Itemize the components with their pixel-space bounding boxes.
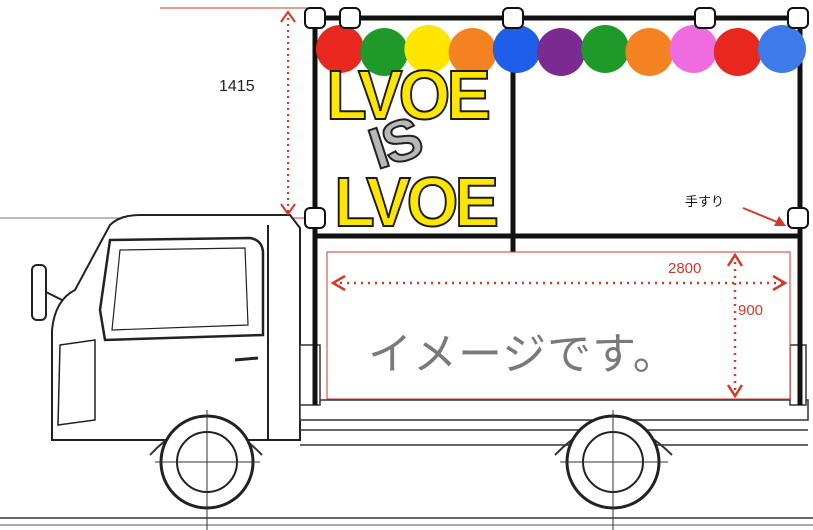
banner-height-label: 900 [738,302,764,319]
balloon-garland [316,25,806,76]
balloon [625,28,674,76]
balloon [669,25,718,73]
frame-height-label: 1415 [219,78,255,95]
balloon [404,25,453,73]
balloon [581,25,630,73]
banner-placeholder-text: イメージです。 [368,329,678,380]
dimension-height-arrow [280,10,296,216]
banner-panel [326,251,791,400]
handle-top-middle [502,7,524,29]
handrail-label: 手すり [685,195,725,210]
balloon [360,28,409,76]
balloon [316,25,364,73]
side-mirror [31,264,63,321]
dimension-banner-height-arrow [726,252,744,399]
balloon [758,25,806,73]
handle-top-left-2 [339,7,361,29]
front-wheel [149,410,263,530]
logo-area [320,55,505,233]
balloon [448,28,497,76]
banner-width-label: 2800 [668,260,702,277]
balloon [713,28,762,76]
balloon [537,28,585,76]
logo-text-bottom: LVOE [333,162,500,242]
truck-cab [51,214,301,441]
handle-top-right [787,7,809,29]
handrail-pointer-arrow [742,207,786,226]
handle-bottom-right [787,207,809,229]
handle-top-left [304,7,326,29]
handle-top-right-2 [694,7,716,29]
frame-handles [304,7,809,229]
rear-wheel [554,410,673,530]
dimension-width-arrow [330,274,788,292]
balloon [492,25,541,73]
handle-bottom-left [304,207,326,229]
logo-text-top: LVOE [325,55,492,135]
